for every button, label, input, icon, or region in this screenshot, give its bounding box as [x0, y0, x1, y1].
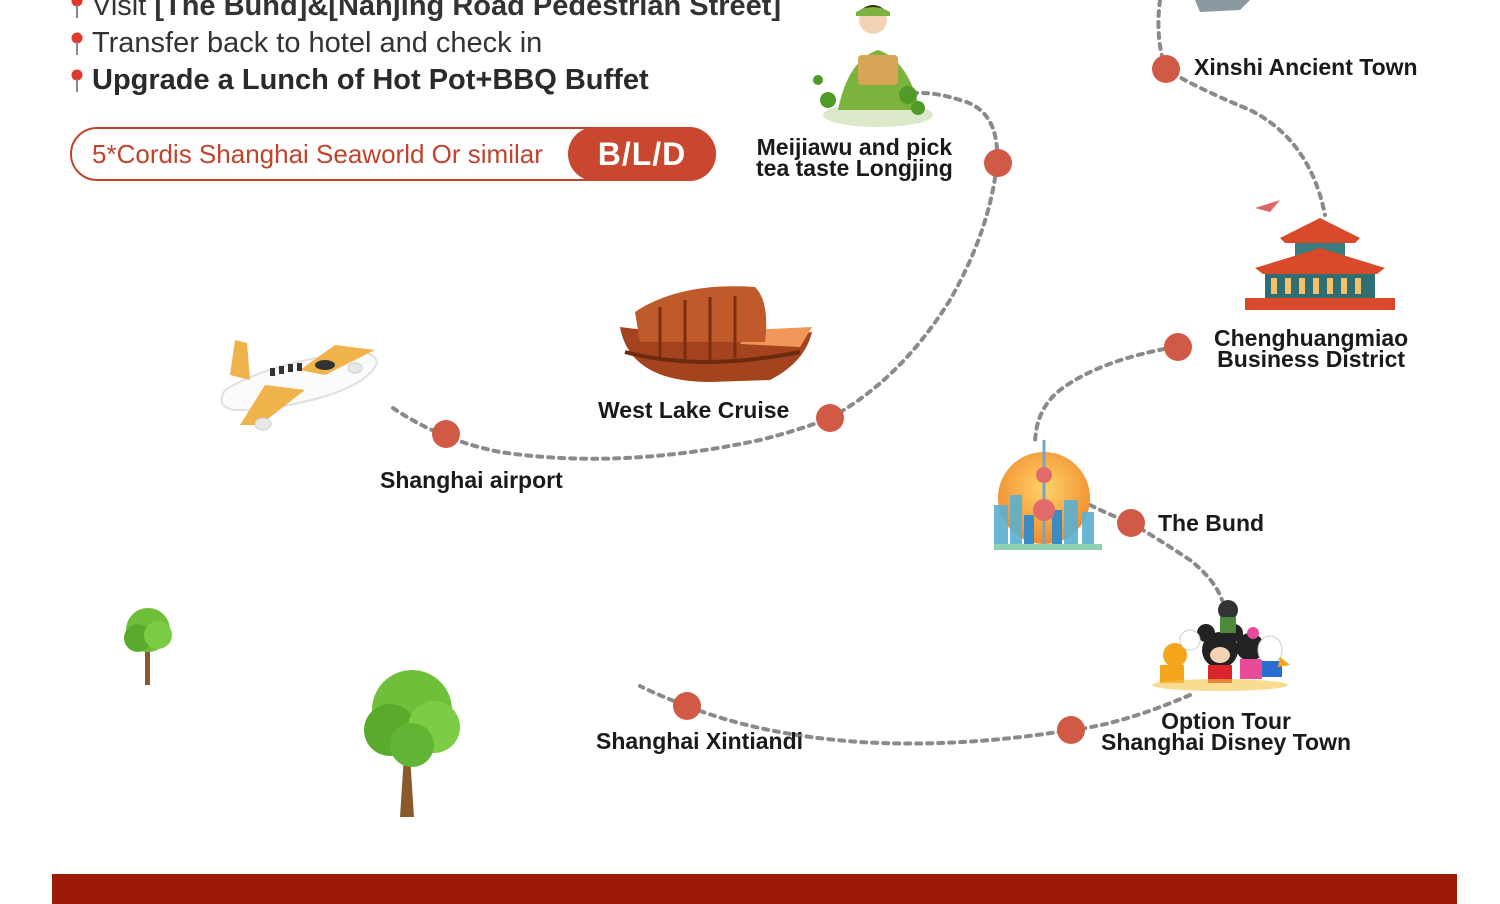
itinerary-list: Visit [The Bund]&[Nanjing Road Pedestria… [68, 0, 781, 99]
stop-label-shanghai-airport: Shanghai airport [380, 467, 563, 493]
tea-picker-icon [813, 5, 933, 127]
stop-dot-xintiandi [673, 692, 701, 720]
itinerary-text: Upgrade a Lunch of Hot Pot+BBQ Buffet [92, 64, 649, 96]
airplane-icon [220, 340, 379, 431]
itinerary-item: Upgrade a Lunch of Hot Pot+BBQ Buffet [68, 62, 781, 99]
hotel-bar: 5*Cordis Shanghai Seaworld Or similar B/… [70, 127, 716, 181]
itinerary-item: Transfer back to hotel and check in [68, 25, 781, 62]
stop-label-the-bund: The Bund [1158, 510, 1265, 536]
map-pin-icon [71, 32, 83, 55]
xinshi-building-icon [1195, 0, 1250, 12]
map-pin-icon [71, 69, 83, 92]
stop-label-xintiandi: Shanghai Xintiandi [596, 728, 804, 754]
route-stops [432, 55, 1192, 744]
stop-label-meijiawu-line1: Meijiawu and pick [756, 134, 953, 160]
small-tree-icon [124, 608, 172, 685]
stop-label-meijiawu-line2: tea taste Longjing [756, 155, 953, 181]
stop-dot-the-bund [1117, 509, 1145, 537]
itinerary-text: Transfer back to hotel and check in [92, 27, 543, 59]
hotel-name: 5*Cordis Shanghai Seaworld Or similar [92, 139, 543, 169]
stop-label-disney: Option Tour Shanghai Disney Town [1101, 708, 1352, 755]
pearl-tower-icon [994, 440, 1102, 550]
stop-dot-xinshi [1152, 55, 1180, 83]
stop-label-chenghuangmiao: Chenghuangmiao Business District [1214, 325, 1409, 372]
stop-dot-shanghai-airport [432, 420, 460, 448]
stop-label-meijiawu: Meijiawu and pick tea taste Longjing [756, 134, 953, 181]
stop-dot-chenghuangmiao [1164, 333, 1192, 361]
stop-label-xinshi: Xinshi Ancient Town [1194, 54, 1418, 80]
stop-label-west-lake-cruise: West Lake Cruise [598, 397, 790, 423]
disney-characters-icon [1152, 600, 1290, 691]
itinerary-text: Visit [The Bund]&[Nanjing Road Pedestria… [92, 0, 782, 22]
stop-label-chenghuangmiao-line2: Business District [1217, 346, 1406, 372]
pagoda-icon [1245, 200, 1395, 310]
stop-label-chenghuangmiao-line1: Chenghuangmiao [1214, 325, 1409, 351]
stop-label-disney-line2: Shanghai Disney Town [1101, 729, 1352, 755]
boat-icon [620, 286, 812, 382]
stop-dot-west-lake-cruise [816, 404, 844, 432]
itinerary-item: Visit [The Bund]&[Nanjing Road Pedestria… [68, 0, 781, 25]
stop-dot-meijiawu [984, 149, 1012, 177]
stop-label-disney-line1: Option Tour [1161, 708, 1291, 734]
stop-dot-disney [1057, 716, 1085, 744]
meals-badge: B/L/D [568, 127, 716, 181]
footer-band [52, 874, 1457, 904]
large-tree-icon [364, 670, 460, 817]
map-pin-icon [71, 0, 83, 18]
